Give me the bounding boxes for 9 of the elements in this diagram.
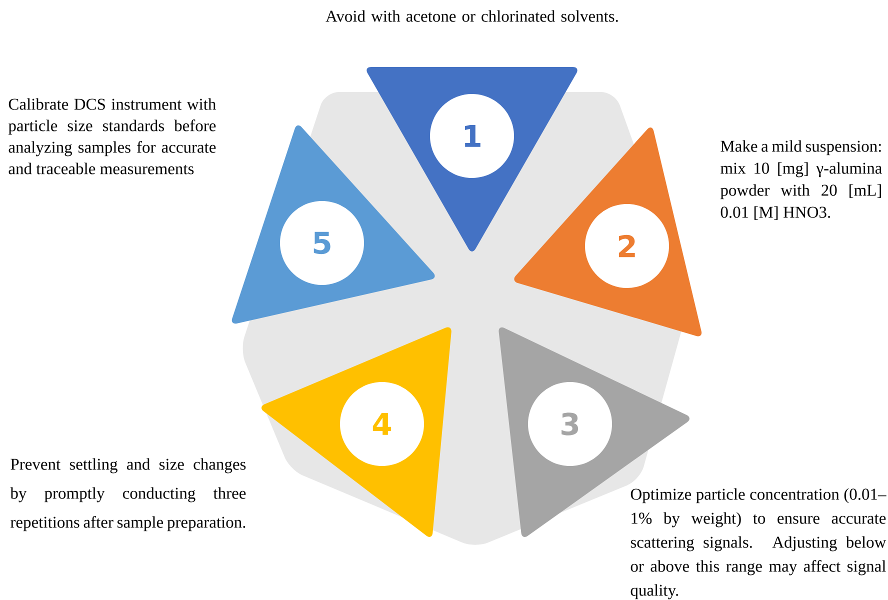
step-description: Prevent settling and size changes by promptly conducting three repetitions after sample preparation. [10, 458, 246, 532]
step-description: Avoid with acetone or chlorinated solvents. [326, 10, 618, 22]
step-description: Make a mild suspension: mix 10 [mg] γ-alumina powder with 20 [mL] 0.01 [M] HNO3. [720, 140, 882, 220]
step-triangle: 5 [232, 125, 435, 324]
step-triangle: 1 [366, 67, 578, 252]
step-triangle: 4 [262, 327, 452, 537]
step-description: Calibrate DCS instrument with particle size standards before analyzing samples for accurate and traceable measurements [8, 98, 216, 174]
step-triangle: 2 [514, 127, 702, 336]
step-description: Optimize particle concentration (0.01–1% by weight) to ensure accurate scattering signals. Adjusting below or above this range may affect signal quality. [630, 488, 886, 600]
